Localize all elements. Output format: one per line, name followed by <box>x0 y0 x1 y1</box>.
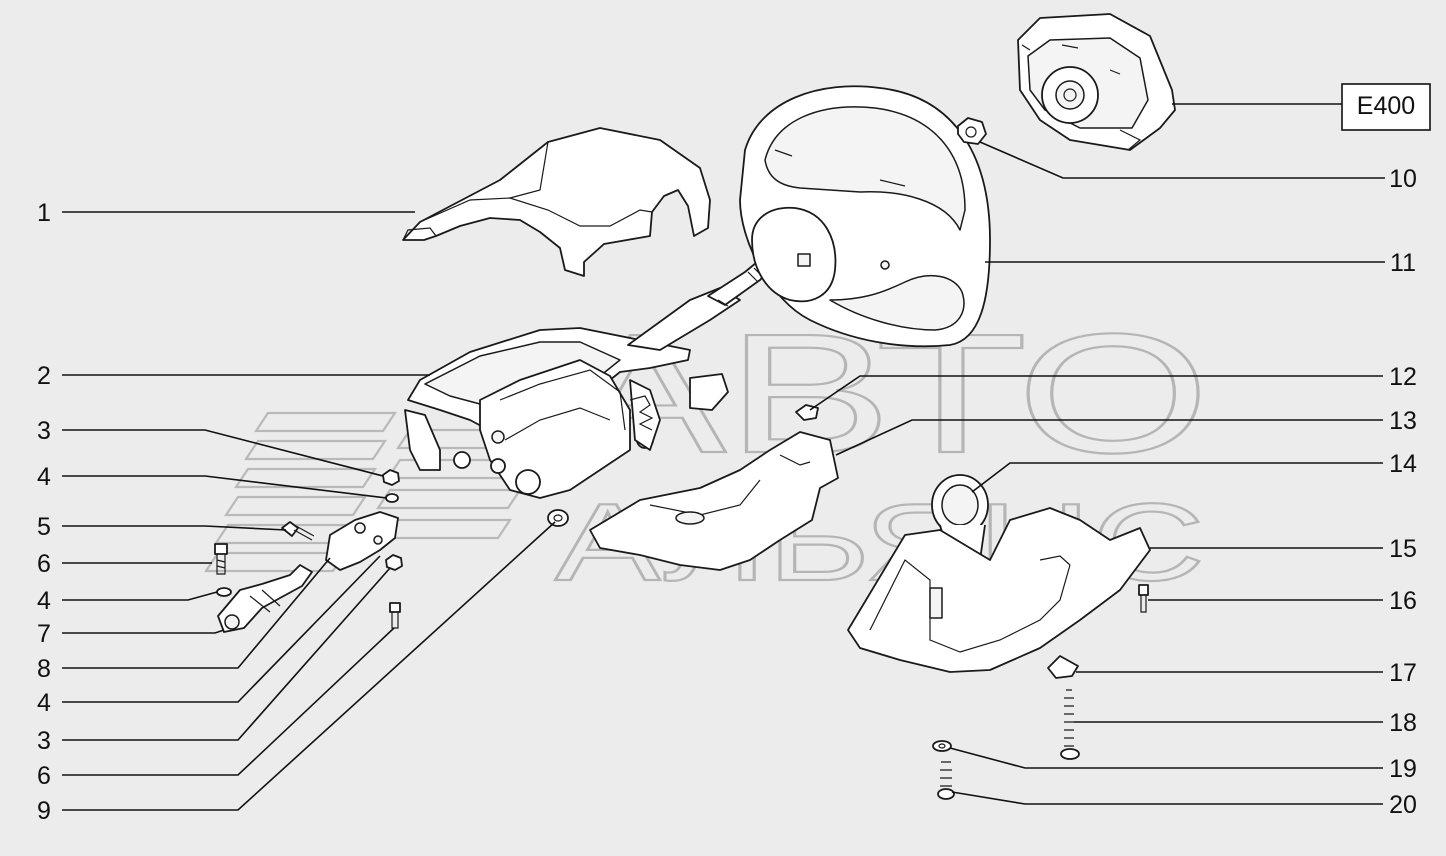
callout-label: 12 <box>1389 363 1417 391</box>
callout-label: 11 <box>1390 249 1416 277</box>
callout-label: 20 <box>1389 791 1417 819</box>
reference-label: E400 <box>1357 92 1415 120</box>
callout-label: 4 <box>37 463 51 491</box>
callout-label: 10 <box>1389 165 1417 193</box>
upper-shroud-part <box>402 127 711 277</box>
joint-bracket-part <box>325 511 399 571</box>
reference-box: E400 <box>1341 83 1431 131</box>
callout-label: 18 <box>1389 709 1417 737</box>
nut-3b-part <box>385 554 403 571</box>
callout-label: 4 <box>37 587 51 615</box>
grommet-9-part <box>547 509 569 527</box>
callout-label: 3 <box>37 727 51 755</box>
bolt-6-part <box>214 543 228 575</box>
bolt-5-part <box>281 521 315 541</box>
callout-label: 17 <box>1389 659 1417 687</box>
lower-bracket-part <box>589 431 839 571</box>
washer-4b-part <box>216 587 232 597</box>
leader-lines-right <box>809 103 1385 805</box>
nut-part <box>957 117 987 145</box>
callout-label: 1 <box>37 199 51 227</box>
screw-20-part <box>937 761 955 800</box>
screw-16-part <box>1138 584 1149 613</box>
washer-4-part <box>385 493 399 503</box>
callout-label: 13 <box>1389 407 1417 435</box>
clip-17-part <box>1047 655 1079 679</box>
universal-joint-part <box>217 564 313 633</box>
callout-label: 15 <box>1389 535 1417 563</box>
steering-column-part <box>404 257 773 499</box>
callouts-left: 1 2 3 4 5 6 4 7 8 4 3 6 9 <box>37 199 51 825</box>
lower-shroud-part <box>847 507 1151 673</box>
nut-3-part <box>382 469 400 486</box>
callout-label: 6 <box>37 762 51 790</box>
callout-label: 9 <box>37 797 51 825</box>
washer-19-part <box>932 740 952 752</box>
callout-label: 2 <box>37 362 51 390</box>
callouts-right: 10 11 12 13 14 15 16 17 18 19 20 <box>1389 165 1417 819</box>
callout-label: 3 <box>37 417 51 445</box>
callout-label: 6 <box>37 550 51 578</box>
callout-label: 5 <box>37 513 51 541</box>
callout-label: 7 <box>37 620 51 648</box>
callout-label: 16 <box>1389 587 1417 615</box>
callout-label: 8 <box>37 655 51 683</box>
steering-wheel-part <box>739 85 991 348</box>
airbag-module-part <box>1017 13 1176 151</box>
callout-label: 19 <box>1389 755 1417 783</box>
bolt-6b-part <box>389 602 401 629</box>
callout-label: 14 <box>1389 450 1417 478</box>
leader-lines-left <box>62 211 556 811</box>
callout-label: 4 <box>37 689 51 717</box>
screw-18-part <box>1060 689 1080 760</box>
